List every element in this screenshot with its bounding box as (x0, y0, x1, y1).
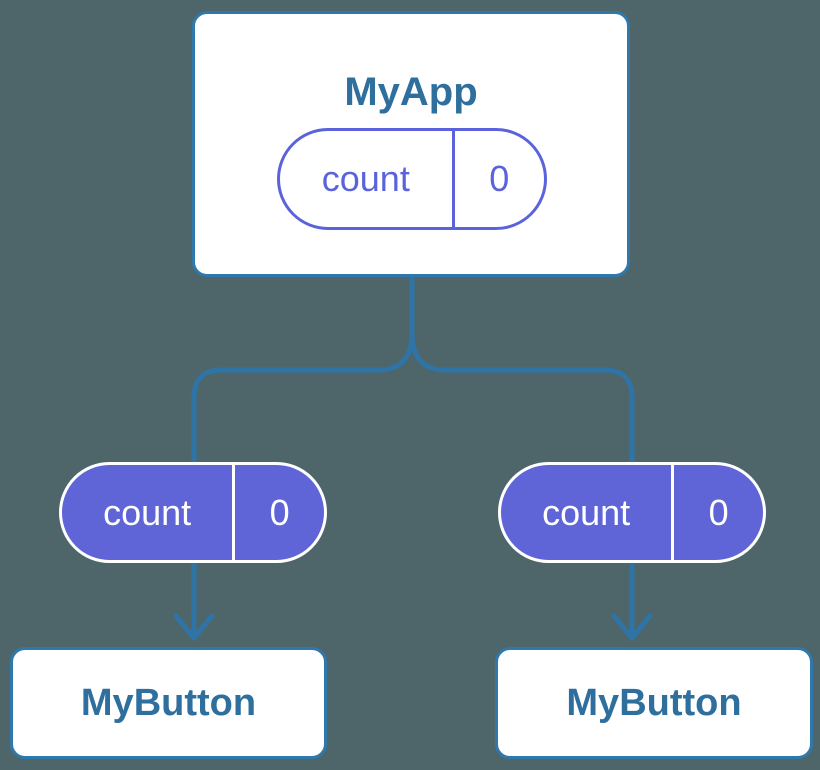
prop-pill-right-value: 0 (708, 491, 729, 533)
prop-pill-left-label: count (103, 491, 192, 533)
state-pill-value: 0 (489, 158, 510, 199)
child-component-title-left: MyButton (80, 681, 257, 724)
prop-pill-left-value: 0 (269, 491, 290, 533)
pill-divider (232, 465, 236, 560)
arrowhead-right (611, 613, 653, 641)
child-component-card-left: MyButton (10, 647, 327, 759)
pill-divider (451, 131, 455, 227)
root-component-card: MyApp count 0 (192, 11, 630, 277)
branch-line-right (409, 274, 635, 635)
prop-pill-right: count 0 (498, 462, 766, 563)
arrowhead-left (173, 613, 215, 641)
state-pill: count 0 (277, 128, 547, 230)
state-pill-label: count (321, 158, 410, 199)
child-component-title-right: MyButton (566, 681, 742, 724)
child-component-card-right: MyButton (495, 647, 813, 759)
root-component-title: MyApp (344, 70, 478, 114)
prop-pill-left: count 0 (59, 462, 327, 563)
pill-divider (671, 465, 675, 560)
branch-line-left (191, 274, 415, 635)
prop-pill-right-label: count (542, 491, 631, 533)
